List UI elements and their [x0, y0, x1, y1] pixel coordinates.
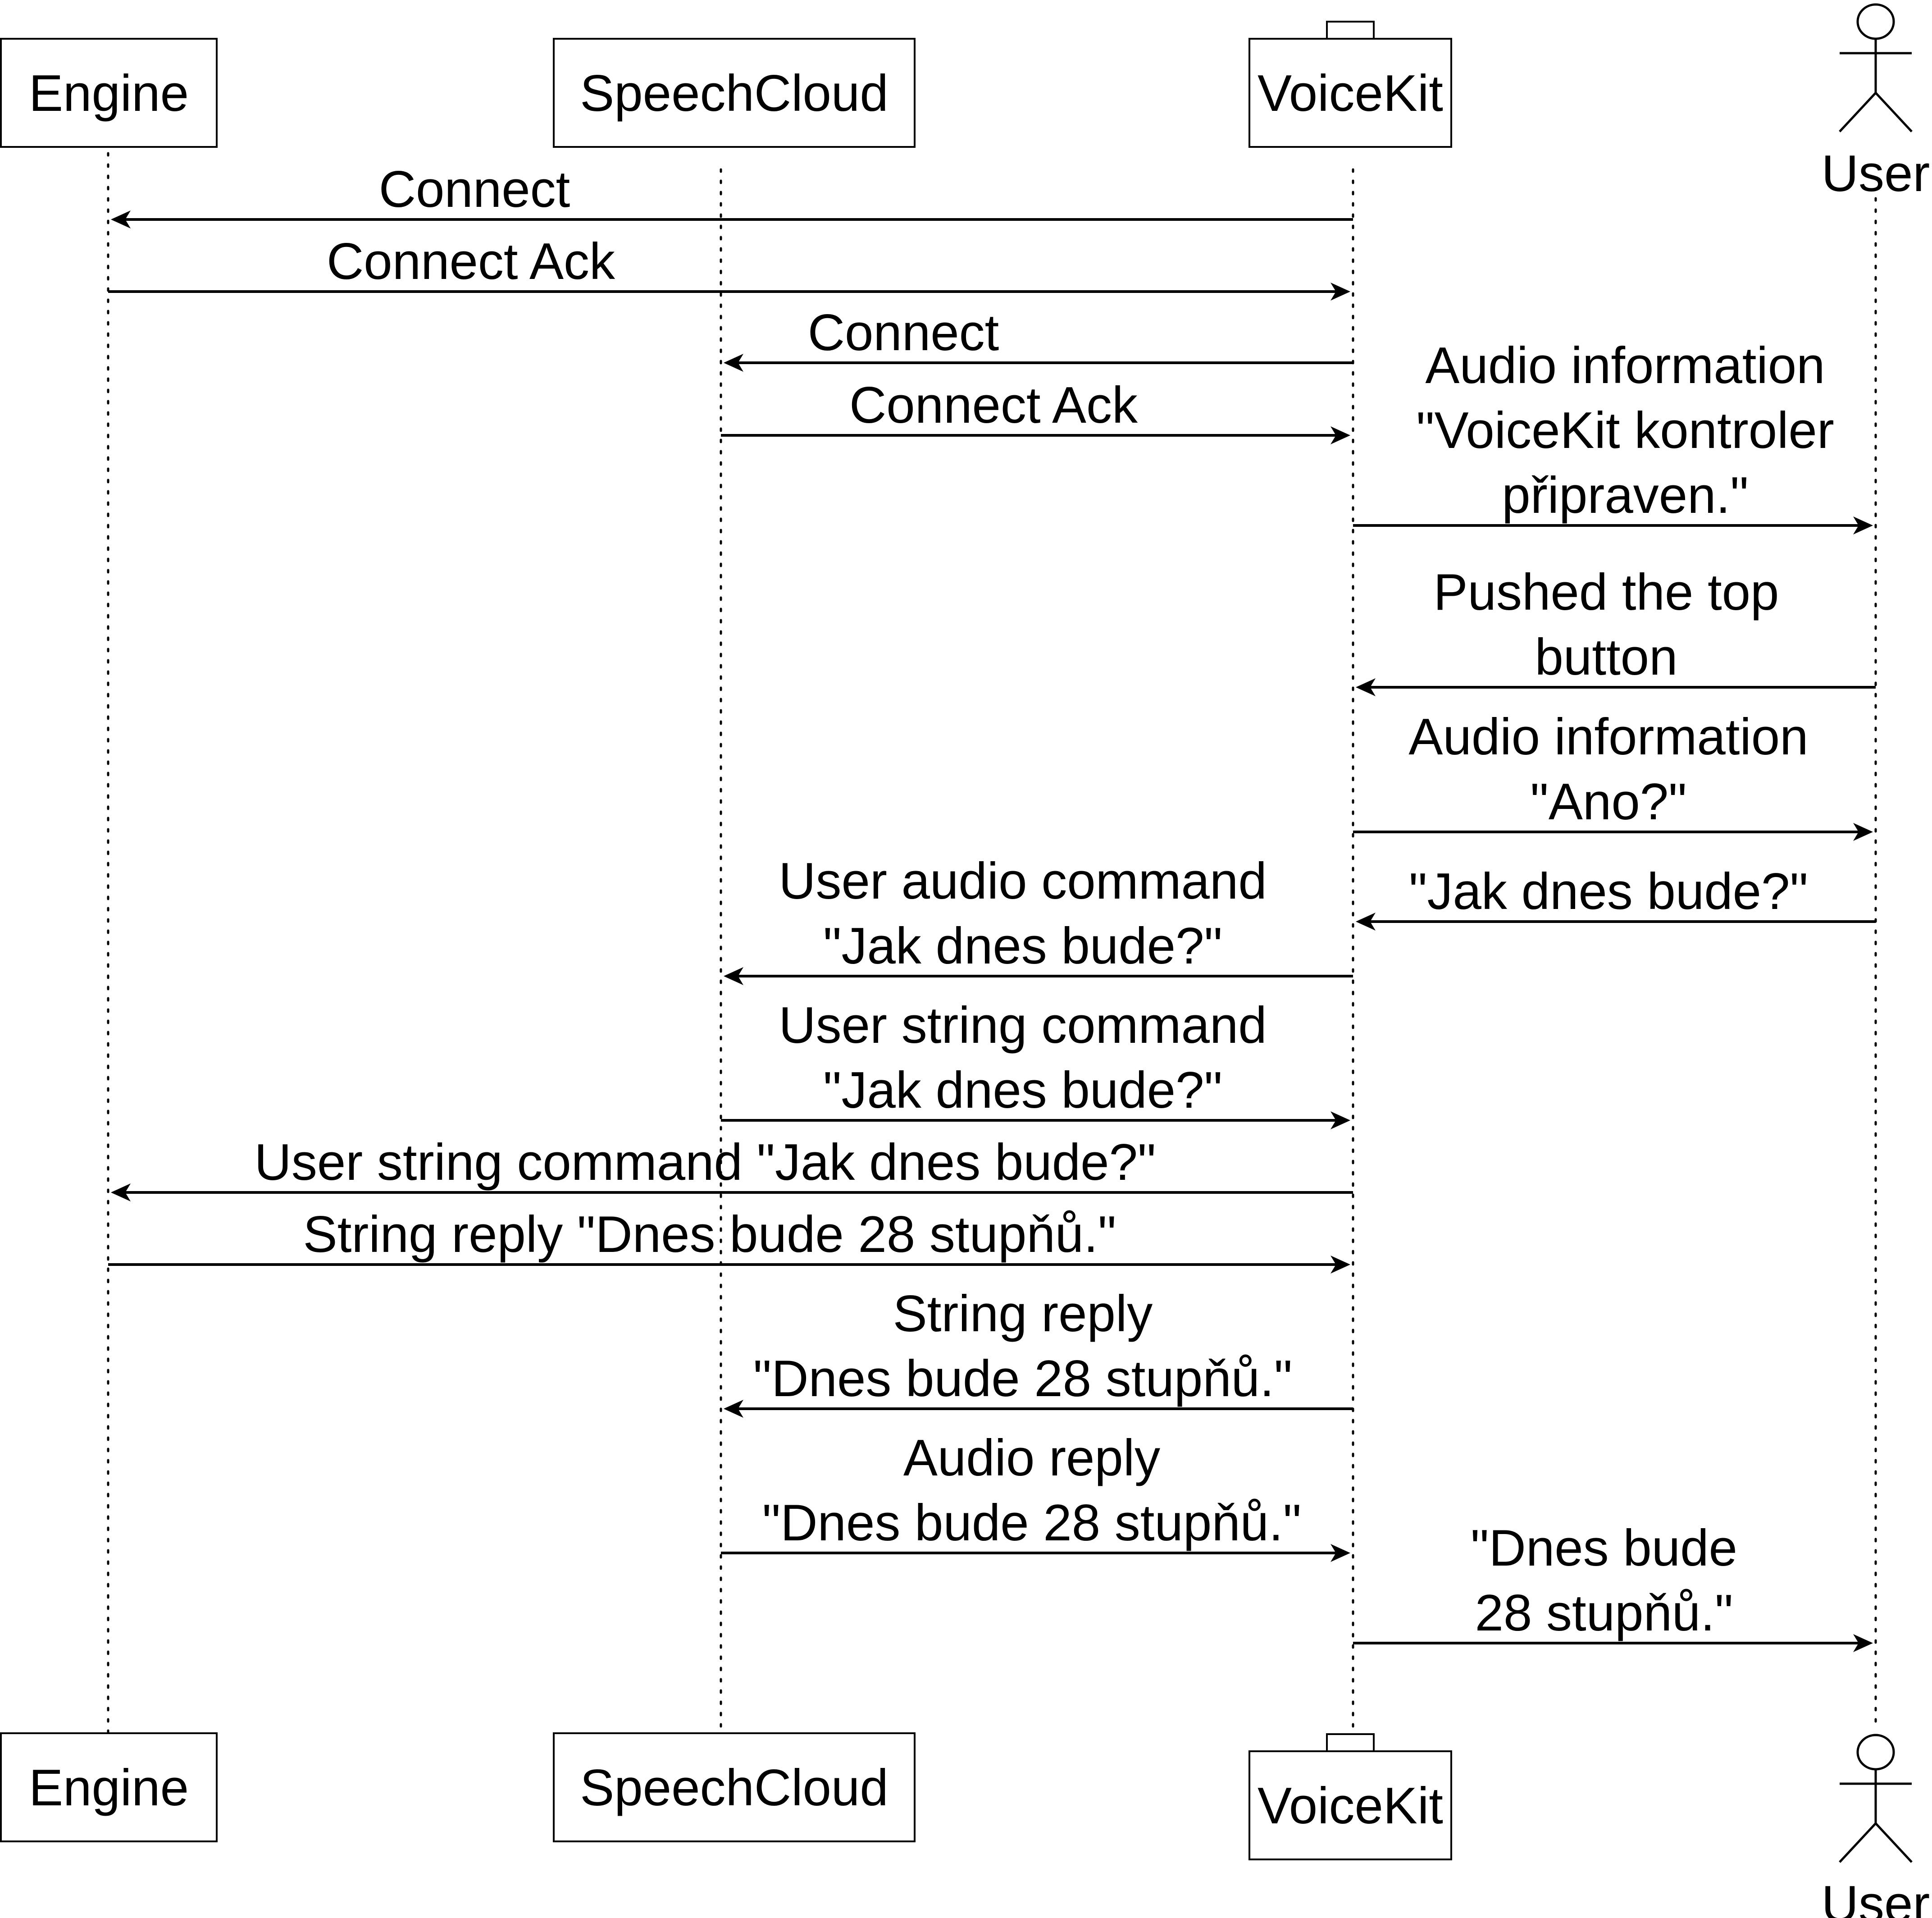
message-label: 28 stupňů.": [1475, 1585, 1733, 1642]
engine-top-box[interactable]: Engine: [0, 38, 218, 148]
voicekit-bottom-box[interactable]: VoiceKit: [1249, 1733, 1452, 1860]
voicekit-box-frame: [1249, 38, 1452, 148]
message-label: button: [1535, 629, 1678, 686]
message-label: "Jak dnes bude?": [1409, 863, 1808, 920]
voicekit-label: VoiceKit: [1258, 1777, 1443, 1835]
arrowhead-icon: [1853, 823, 1873, 841]
engine-label: Engine: [29, 1759, 189, 1817]
message-label: User string command "Jak dnes bude?": [255, 1134, 1156, 1191]
lifelines: [107, 152, 1877, 1753]
message-label: User audio command: [779, 853, 1267, 910]
arrowhead-icon: [1331, 1111, 1350, 1129]
message-14: Audio reply "Dnes bude 28 stupňů.": [721, 1429, 1350, 1562]
voicekit-label: VoiceKit: [1258, 65, 1443, 122]
participant-heads: EngineEngineSpeechCloudSpeechCloudVoiceK…: [0, 3, 1930, 1918]
message-5: Audio information "VoiceKit kontroler přip…: [1353, 337, 1873, 534]
message-label: "Dnes bude 28 stupňů.": [762, 1494, 1301, 1552]
arrowhead-icon: [724, 1400, 743, 1418]
speechcloud-label: SpeechCloud: [580, 65, 889, 122]
arrowhead-icon: [724, 354, 743, 372]
message-label: "Ano?": [1530, 773, 1686, 831]
user-top-actor[interactable]: User: [1822, 3, 1930, 202]
message-label: Connect Ack: [327, 233, 615, 290]
component-tab-icon: [1326, 1733, 1375, 1752]
message-15: "Dnes bude 28 stupňů.": [1353, 1520, 1873, 1652]
user-bottom-actor[interactable]: User: [1822, 1734, 1930, 1918]
message-label: Connect: [379, 161, 570, 218]
engine-bottom-box[interactable]: Engine: [0, 1732, 218, 1842]
message-label: User string command: [779, 997, 1267, 1054]
speechcloud-bottom-box[interactable]: SpeechCloud: [553, 1732, 916, 1842]
arrowhead-icon: [1331, 426, 1350, 444]
component-tab-icon: [1326, 21, 1375, 40]
arrowhead-icon: [724, 967, 743, 985]
arrowhead-icon: [1331, 283, 1350, 301]
speechcloud-box-frame: [553, 38, 916, 148]
actor-icon: [1839, 3, 1913, 132]
message-label: připraven.": [1502, 467, 1748, 524]
message-11: User string command "Jak dnes bude?": [111, 1134, 1353, 1201]
message-label: Audio information: [1408, 708, 1808, 766]
message-label: String reply "Dnes bude 28 stupňů.": [303, 1206, 1116, 1263]
arrowhead-icon: [1356, 678, 1376, 696]
arrowhead-icon: [1356, 913, 1376, 931]
message-label: String reply: [893, 1285, 1153, 1343]
message-12: String reply "Dnes bude 28 stupňů.": [108, 1206, 1350, 1274]
message-label: Connect: [808, 304, 999, 361]
voicekit-top-box[interactable]: VoiceKit: [1249, 21, 1452, 148]
speechcloud-label: SpeechCloud: [580, 1759, 889, 1817]
message-label: Pushed the top: [1434, 564, 1779, 621]
message-6: Pushed the top button: [1356, 564, 1876, 696]
message-1: Connect: [111, 161, 1353, 228]
engine-box-frame: [0, 1732, 218, 1842]
message-label: "Jak dnes bude?": [823, 1062, 1222, 1119]
message-10: User string command "Jak dnes bude?": [721, 997, 1350, 1129]
actor-icon: [1839, 1734, 1913, 1863]
message-7: Audio information "Ano?": [1353, 708, 1873, 841]
arrowhead-icon: [1853, 1634, 1873, 1652]
message-label: Audio reply: [903, 1429, 1160, 1487]
speechcloud-top-box[interactable]: SpeechCloud: [553, 38, 916, 148]
arrowhead-icon: [1853, 516, 1873, 534]
arrowhead-icon: [111, 210, 131, 228]
engine-box-frame: [0, 38, 218, 148]
message-8: "Jak dnes bude?": [1356, 863, 1876, 931]
message-13: String reply "Dnes bude 28 stupňů.": [724, 1285, 1353, 1418]
user-label: User: [1822, 1876, 1930, 1918]
arrowhead-icon: [111, 1183, 131, 1201]
message-label: Audio information: [1425, 337, 1825, 394]
message-label: "VoiceKit kontroler: [1416, 402, 1834, 459]
engine-label: Engine: [29, 65, 189, 122]
arrowhead-icon: [1331, 1256, 1350, 1274]
message-label: "Dnes bude 28 stupňů.": [753, 1350, 1292, 1407]
message-3: Connect: [724, 304, 1353, 372]
user-label: User: [1822, 145, 1930, 202]
message-label: "Dnes bude: [1471, 1520, 1737, 1577]
speechcloud-box-frame: [553, 1732, 916, 1842]
message-2: Connect Ack: [108, 233, 1350, 301]
message-label: Connect Ack: [849, 377, 1138, 434]
message-label: "Jak dnes bude?": [823, 918, 1222, 975]
arrowhead-icon: [1331, 1544, 1350, 1562]
message-9: User audio command "Jak dnes bude?": [724, 853, 1353, 985]
message-4: Connect Ack: [721, 377, 1350, 444]
